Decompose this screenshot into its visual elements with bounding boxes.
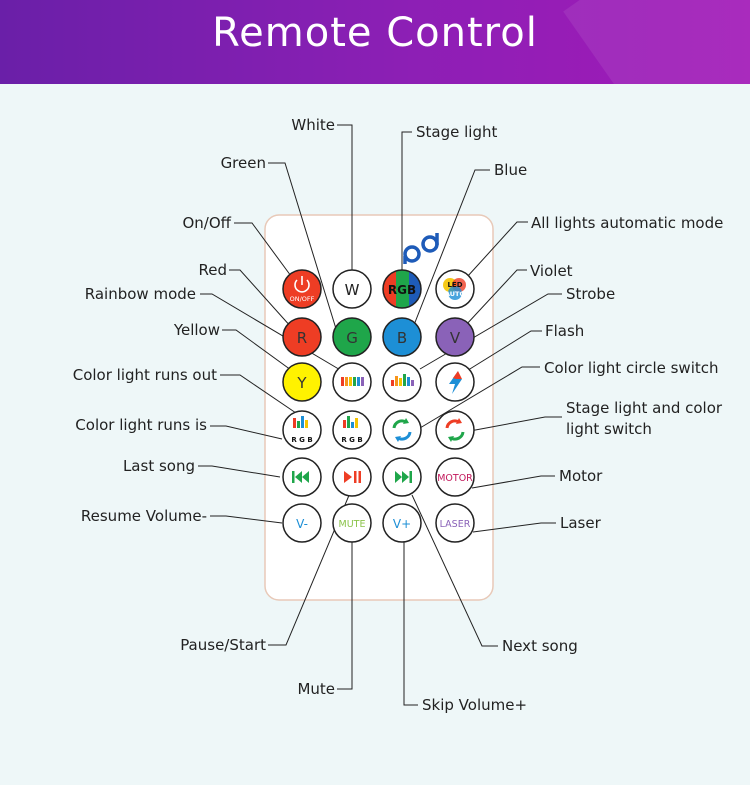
power-icon — [294, 276, 310, 293]
color-runs-out-button[interactable]: R G B — [282, 410, 322, 450]
lightning-icon — [449, 371, 462, 394]
blue-button-label: B — [397, 329, 407, 347]
label-yellow: Yellow — [173, 321, 220, 339]
violet-button[interactable]: V — [435, 317, 475, 357]
label-red: Red — [199, 261, 228, 279]
label-stage-switch-line1: Stage light and color — [566, 399, 723, 417]
white-button[interactable]: W — [332, 269, 372, 309]
onoff-button[interactable]: ON/OFF — [282, 269, 322, 309]
green-button-label: G — [346, 329, 358, 347]
color-runs-in-button[interactable]: R G B — [332, 410, 372, 450]
motor-button[interactable]: MOTOR — [435, 457, 475, 497]
page-title: Remote Control — [212, 10, 538, 56]
green-button[interactable]: G — [332, 317, 372, 357]
previous-track-icon — [292, 471, 309, 483]
red-button-label: R — [297, 329, 307, 347]
rgb-button[interactable]: RGB — [382, 269, 423, 309]
mute-button-label: MUTE — [339, 519, 366, 530]
runs-out-rgb-label: R G B — [291, 436, 312, 444]
volume-down-button[interactable]: V- — [282, 503, 322, 543]
label-pause-start: Pause/Start — [180, 636, 266, 654]
label-auto-mode: All lights automatic mode — [531, 214, 723, 232]
volume-up-button[interactable]: V+ — [382, 503, 422, 543]
runs-out-bars-icon — [293, 416, 308, 428]
stage-switch-button[interactable] — [435, 410, 475, 450]
label-stage-switch-line2: light switch — [566, 420, 652, 438]
laser-button-label: LASER — [440, 519, 471, 530]
label-next-song: Next song — [502, 637, 578, 655]
auto-led-label: LED — [447, 281, 462, 289]
label-runs-is: Color light runs is — [75, 416, 207, 434]
cycle-arrows-icon — [392, 418, 412, 442]
label-on-off: On/Off — [182, 214, 231, 232]
onoff-caption: ON/OFF — [290, 295, 315, 303]
motor-button-label: MOTOR — [437, 473, 473, 484]
strobe-bars-icon — [391, 374, 414, 386]
blue-button[interactable]: B — [382, 317, 422, 357]
runs-in-bars-icon — [343, 416, 358, 428]
red-button[interactable]: R — [282, 317, 322, 357]
label-blue: Blue — [494, 161, 527, 179]
leader-lines — [198, 124, 562, 706]
auto-mode-button[interactable]: LED AUTO — [435, 269, 475, 309]
runs-in-rgb-label: R G B — [341, 436, 362, 444]
play-pause-icon — [344, 471, 361, 483]
switch-arrows-icon — [445, 418, 465, 442]
label-last-song: Last song — [123, 457, 195, 475]
label-motor: Motor — [559, 467, 603, 485]
label-strobe: Strobe — [566, 285, 615, 303]
rainbow-button[interactable] — [332, 362, 372, 402]
label-circle-switch: Color light circle switch — [544, 359, 719, 377]
label-stage-light: Stage light — [416, 123, 497, 141]
violet-button-label: V — [450, 329, 461, 347]
laser-button[interactable]: LASER — [435, 503, 475, 543]
next-track-icon — [395, 471, 412, 483]
label-mute: Mute — [297, 680, 335, 698]
rainbow-bars-icon — [341, 377, 364, 386]
strobe-button[interactable] — [382, 362, 422, 402]
auto-auto-label: AUTO — [445, 290, 466, 298]
label-laser: Laser — [560, 514, 602, 532]
rgb-button-label: RGB — [388, 283, 416, 297]
volume-up-label: V+ — [393, 517, 411, 531]
label-white: White — [291, 116, 335, 134]
play-pause-button[interactable] — [332, 457, 372, 497]
prev-button[interactable] — [282, 457, 322, 497]
header-banner: Remote Control — [0, 0, 750, 84]
volume-down-label: V- — [296, 517, 308, 531]
label-skip-volume: Skip Volume+ — [422, 696, 527, 714]
label-resume-volume: Resume Volume- — [81, 507, 207, 525]
yellow-button-label: Y — [296, 374, 307, 392]
label-runs-out: Color light runs out — [73, 366, 217, 384]
label-green: Green — [221, 154, 266, 172]
next-button[interactable] — [382, 457, 422, 497]
brand-logo-icon — [403, 233, 439, 264]
circle-switch-button[interactable] — [382, 410, 422, 450]
label-flash: Flash — [545, 322, 584, 340]
remote-body — [264, 214, 494, 601]
flash-button[interactable] — [435, 362, 475, 402]
label-violet: Violet — [530, 262, 573, 280]
mute-button[interactable]: MUTE — [332, 503, 372, 543]
label-rainbow: Rainbow mode — [85, 285, 196, 303]
yellow-button[interactable]: Y — [282, 362, 322, 402]
white-button-label: W — [345, 281, 360, 299]
